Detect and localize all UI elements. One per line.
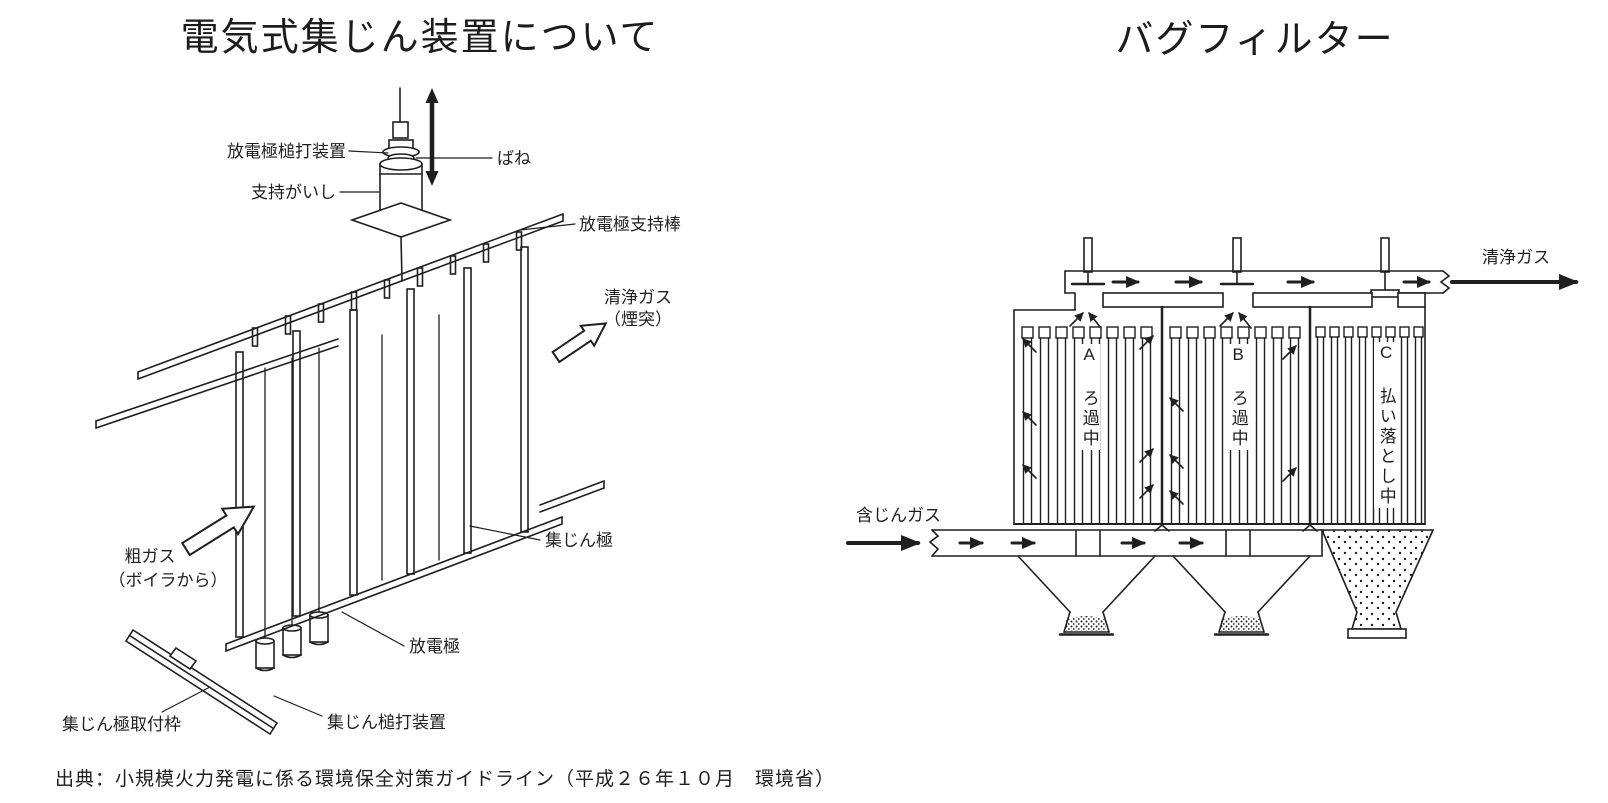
bf-hopper-b: [1172, 555, 1311, 636]
duct-break-mark: [928, 529, 940, 557]
esp-insulator-assembly: [349, 87, 453, 282]
bf-chamber-b-label: B ろ過中: [1226, 344, 1249, 450]
bf-label-dusty-gas: 含じんガス: [856, 506, 941, 525]
dust-pile: [1221, 616, 1261, 631]
esp-wire-weights: [255, 611, 329, 672]
bf-main-flow-arrows: [846, 274, 1579, 551]
esp-label-clean-gas-sub: （煙突）: [604, 310, 672, 329]
esp-label-discharge-electrode: 放電極: [409, 637, 460, 656]
esp-label-rapper: 放電極槌打装置: [227, 142, 346, 161]
dust-filled-hopper: [1320, 529, 1435, 630]
esp-mounting-beam: [125, 629, 278, 735]
bf-chamber-c-label: C 払い落とし中: [1374, 342, 1397, 508]
dust-pile: [1066, 616, 1106, 631]
bf-hopper-a: [1017, 555, 1156, 636]
esp-vibration-arrow-icon: [425, 88, 439, 186]
esp-label-collecting-rapper: 集じん槌打装置: [327, 713, 446, 732]
esp-diagram: 放電極槌打装置 ばね 支持がいし 放電極支持棒 清浄ガス （煙突） 粗ガス （ボ…: [62, 87, 681, 735]
bf-chamber-a-label: A ろ過中: [1077, 344, 1100, 450]
esp-label-clean-gas: 清浄ガス: [604, 288, 672, 307]
esp-raw-gas-arrow-icon: [180, 505, 256, 557]
bf-housing: [1013, 305, 1426, 532]
esp-top-frame: [95, 213, 564, 429]
insulator-base-plate: [349, 202, 453, 238]
esp-label-collecting-plate: 集じん極: [545, 531, 613, 550]
esp-bottom-frame: [125, 480, 605, 735]
bf-outlet-duct: [1064, 270, 1451, 311]
esp-support-rod-row: [251, 231, 523, 347]
esp-clean-gas-arrow-icon: [551, 322, 608, 364]
esp-label-spring: ばね: [497, 149, 531, 168]
bf-hopper-c: [1320, 529, 1435, 639]
esp-label-support-rod: 放電極支持棒: [579, 215, 681, 234]
esp-discharge-wires: [255, 314, 440, 672]
bf-shaker-rods: [1070, 237, 1400, 298]
esp-label-raw-gas-sub: （ボイラから）: [109, 571, 228, 590]
left-diagram-title: 電気式集じん装置について: [180, 17, 660, 59]
duct-break-mark: [1439, 270, 1451, 294]
right-diagram-title: バグフィルター: [1115, 19, 1395, 61]
source-note: 出典：小規模火力発電に係る環境保全対策ガイドライン（平成２６年１０月 環境省）: [55, 769, 836, 790]
bf-label-clean-gas: 清浄ガス: [1482, 248, 1550, 267]
bf-chamber-flow-arrows: [1022, 312, 1297, 505]
esp-label-raw-gas: 粗ガス: [125, 547, 176, 566]
bagfilter-diagram: 清浄ガス 含じんガス: [846, 237, 1579, 639]
esp-label-mounting-frame: 集じん極取付枠: [62, 715, 181, 734]
esp-label-insulator: 支持がいし: [251, 183, 336, 202]
bf-inlet-duct: [928, 529, 1323, 557]
esp-leader-lines: [161, 150, 576, 717]
bf-bags-chamber-c: [1315, 326, 1424, 525]
